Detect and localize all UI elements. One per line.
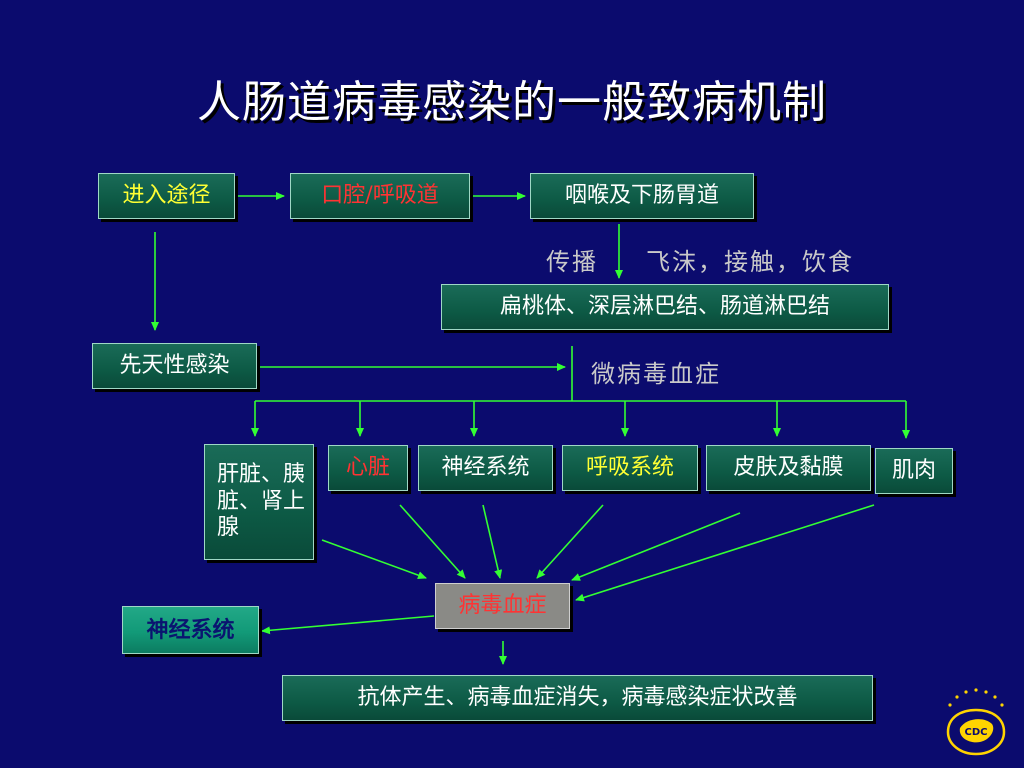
- label-routes: 飞沫，接触，饮食: [646, 248, 854, 276]
- arrow-resp-to-viremia: [536, 504, 604, 579]
- arrow-nerve-to-viremia: [482, 504, 503, 579]
- node-viremia: 病毒血症: [435, 583, 570, 629]
- node-respiratory-system: 呼吸系统: [562, 445, 698, 491]
- cdc-logo: CDC: [946, 688, 1006, 756]
- node-muscle: 肌肉: [875, 448, 953, 494]
- arrow-skin-to-viremia: [571, 512, 741, 581]
- label-microviremia: 微病毒血症: [591, 360, 721, 388]
- node-nervous-system-secondary: 神经系统: [122, 606, 259, 654]
- node-skin-mucosa: 皮肤及黏膜: [706, 445, 871, 491]
- arrow-viremia-to-nerve2: [261, 615, 435, 635]
- node-oral-respiratory: 口腔/呼吸道: [290, 173, 470, 219]
- node-congenital: 先天性感染: [92, 343, 257, 389]
- node-outcome: 抗体产生、病毒血症消失，病毒感染症状改善: [282, 675, 873, 721]
- arrow-liver-to-viremia: [321, 539, 427, 580]
- label-spread: 传播: [546, 248, 598, 276]
- node-pharynx-gi: 咽喉及下肠胃道: [530, 173, 754, 219]
- node-heart: 心脏: [328, 445, 408, 491]
- arrow-heart-to-viremia: [399, 504, 466, 579]
- node-entry-route: 进入途径: [98, 173, 235, 219]
- node-nervous-system: 神经系统: [418, 445, 553, 491]
- node-lymph: 扁桃体、深层淋巴结、肠道淋巴结: [441, 284, 889, 330]
- arrow-muscle-to-viremia: [575, 504, 875, 602]
- node-liver-pancreas-adrenal: 肝脏、胰脏、肾上腺: [204, 444, 314, 560]
- logo-text: CDC: [965, 727, 988, 738]
- page-title: 人肠道病毒感染的一般致病机制: [197, 77, 827, 128]
